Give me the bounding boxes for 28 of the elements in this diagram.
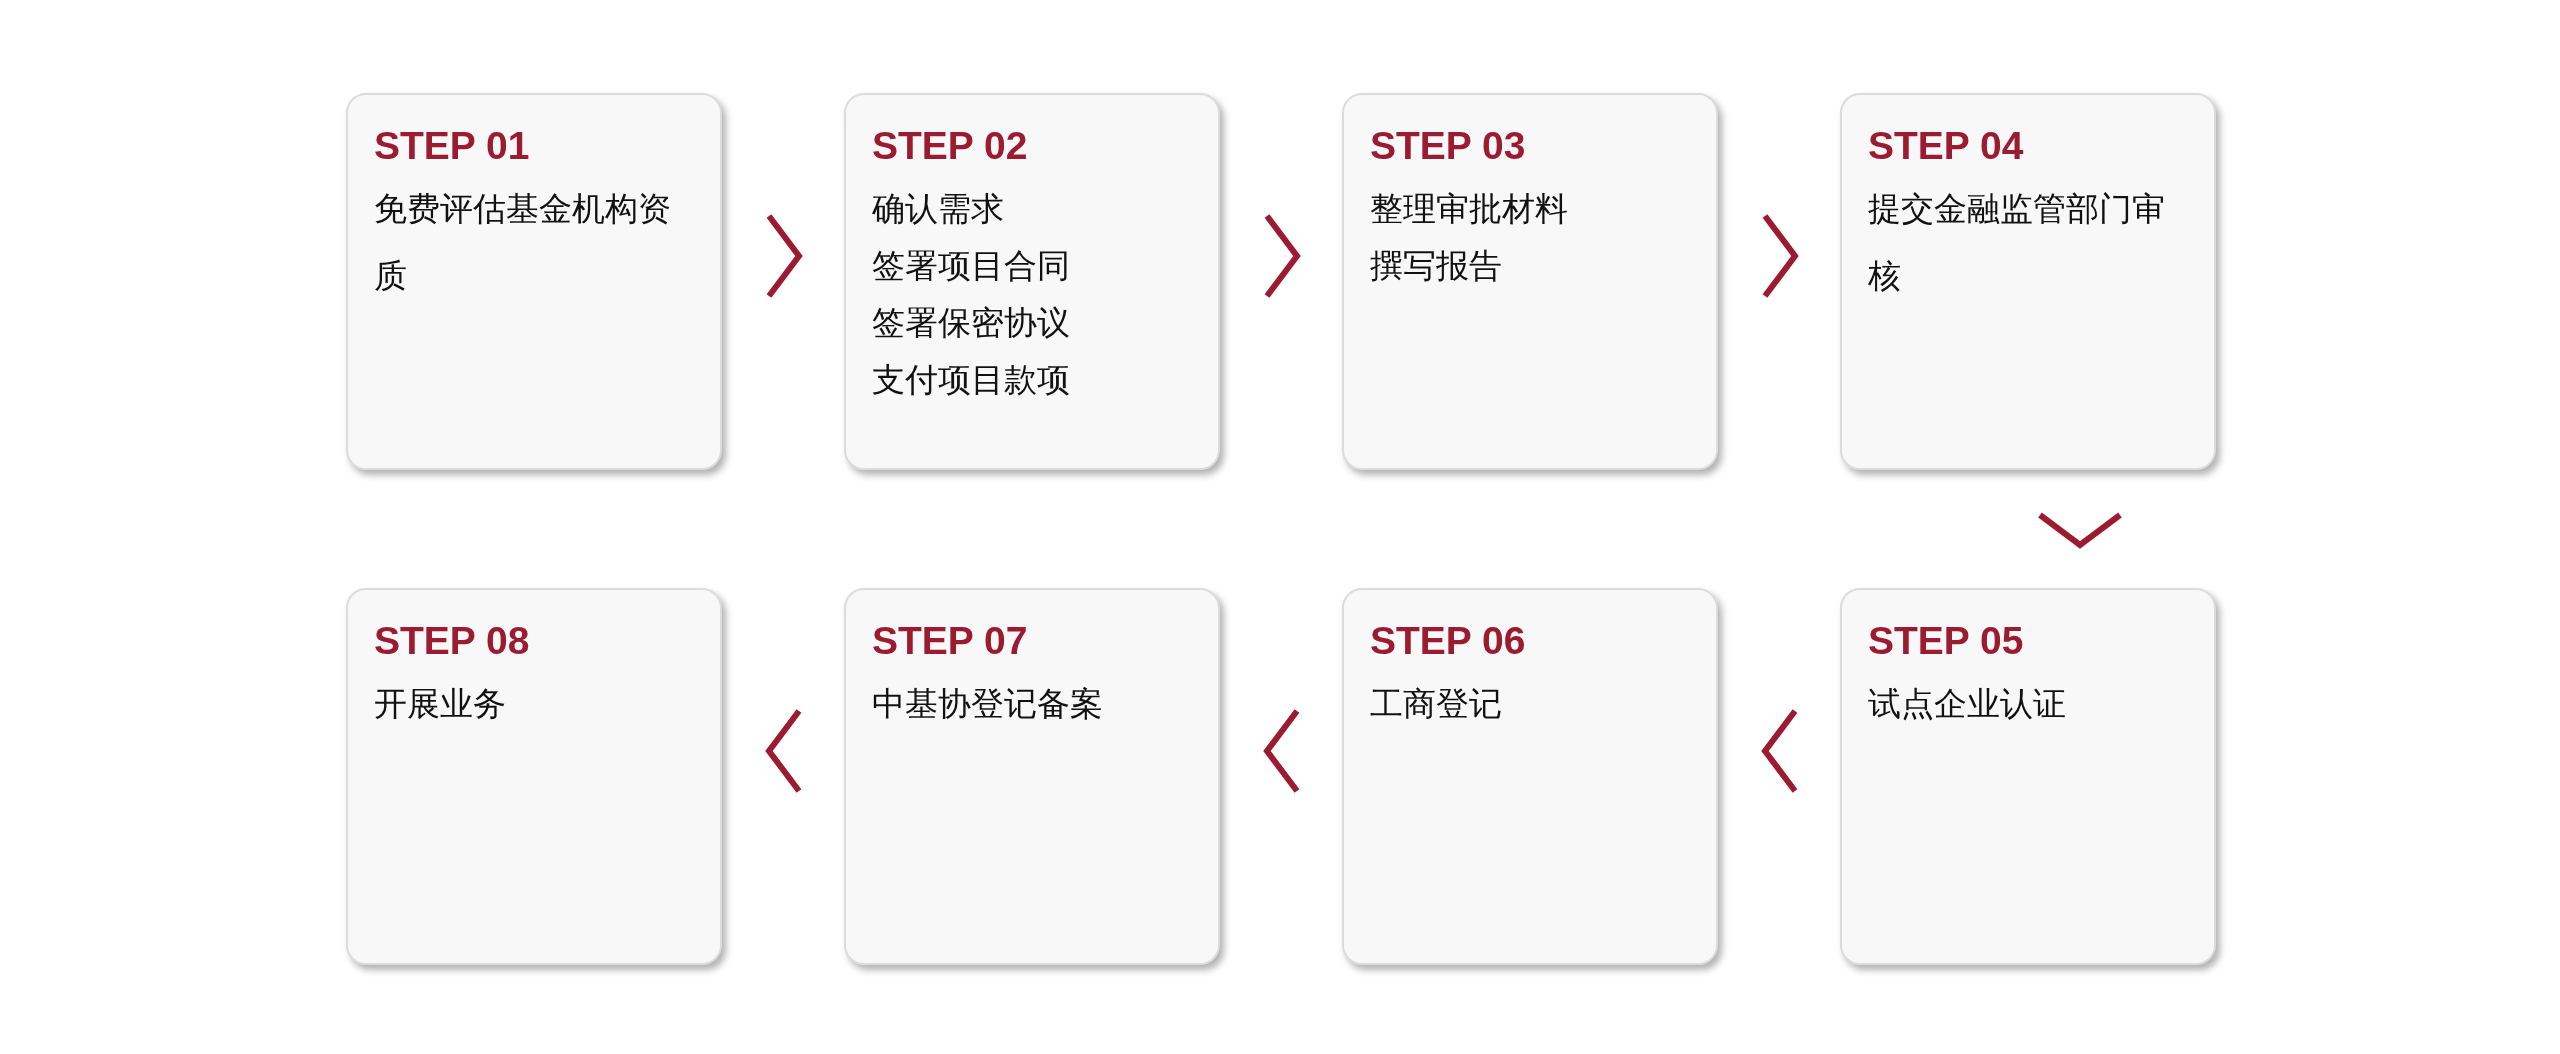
step-card [1840,588,2216,965]
step-title: STEP 05 [1868,618,2024,664]
step-text: 签署项目合同 [872,245,1071,287]
step-text: 中基协登记备案 [872,683,1104,725]
step-title: STEP 01 [374,123,530,169]
step-text: 工商登记 [1370,683,1503,725]
step-text: 撰写报告 [1370,245,1503,287]
step-title: STEP 02 [872,123,1028,169]
step-title: STEP 07 [872,618,1028,664]
step-title: STEP 03 [1370,123,1526,169]
step-title: STEP 06 [1370,618,1526,664]
step-text: 整理审批材料 [1370,188,1569,230]
step-text: 确认需求 [872,188,1005,230]
step-card [1342,588,1718,965]
step-text: 签署保密协议 [872,302,1071,344]
step-card [1342,93,1718,470]
step-title: STEP 08 [374,618,530,664]
step-card [346,588,722,965]
step-text: 支付项目款项 [872,359,1071,401]
step-text: 开展业务 [374,683,507,725]
step-text: 提交金融监管部门审核 [1868,188,2166,297]
step-title: STEP 04 [1868,123,2024,169]
step-card [346,93,722,470]
step-text: 试点企业认证 [1868,683,2067,725]
step-card [844,588,1220,965]
step-text: 免费评估基金机构资质 [374,188,672,297]
step-card [1840,93,2216,470]
step-card [844,93,1220,470]
